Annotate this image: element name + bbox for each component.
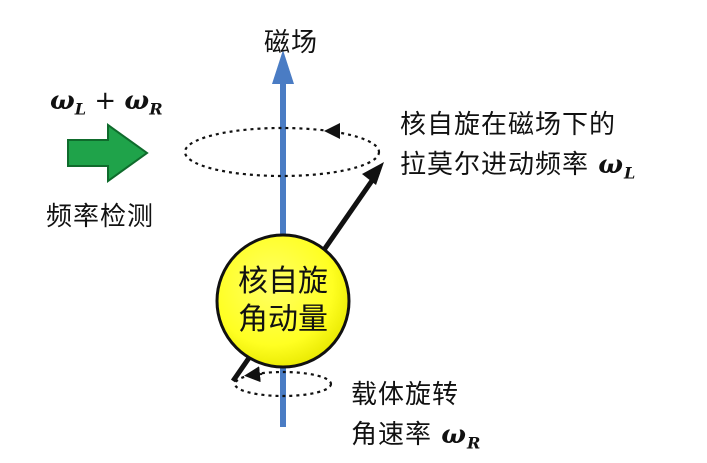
- plus-sign: +: [86, 86, 124, 116]
- omega-symbol: ω: [50, 86, 75, 116]
- subscript-R: R: [149, 100, 162, 119]
- carrier-label-text: 角速率: [351, 420, 441, 450]
- carrier-label-line1: 载体旋转: [351, 374, 459, 411]
- field-label: 磁场: [264, 22, 318, 59]
- detect-formula: ωL + ωR: [50, 86, 163, 119]
- subscript-L: L: [624, 164, 636, 183]
- nucleus-label-line1: 核自旋: [223, 263, 343, 301]
- nucleus-label-line2: 角动量: [223, 301, 343, 339]
- carrier-label-line2: 角速率 ωR: [351, 414, 481, 453]
- detect-label: 频率检测: [46, 196, 154, 233]
- spin-vector-arrowhead: [362, 162, 384, 185]
- carrier-ring-arrow: [252, 374, 262, 375]
- precession-label-line1: 核自旋在磁场下的: [400, 104, 616, 141]
- precession-label-text: 拉莫尔进动频率: [400, 150, 598, 180]
- omega-symbol: ω: [441, 420, 467, 450]
- precession-label-line2: 拉莫尔进动频率 ωL: [400, 144, 636, 183]
- omega-symbol: ω: [598, 150, 624, 180]
- subscript-L: L: [75, 100, 86, 119]
- subscript-R: R: [467, 434, 481, 453]
- detect-arrow: [68, 125, 147, 181]
- nucleus-label: 核自旋 角动量: [223, 263, 343, 339]
- omega-symbol: ω: [124, 86, 149, 116]
